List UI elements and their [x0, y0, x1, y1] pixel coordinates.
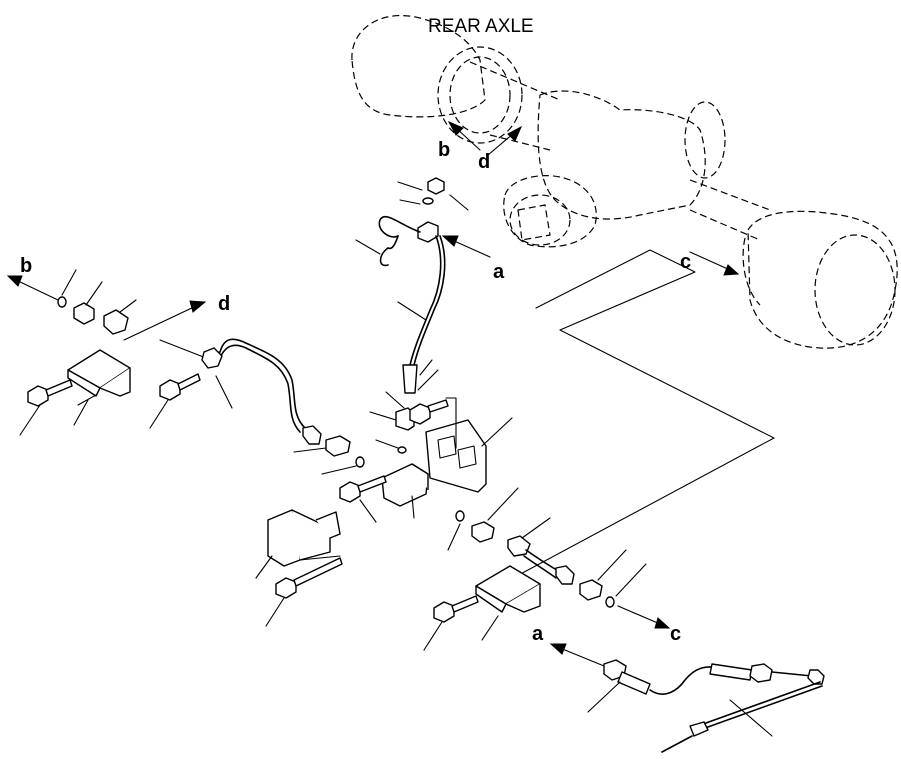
- ref-c-right: c: [670, 623, 681, 645]
- diagram-title: REAR AXLE: [428, 16, 534, 37]
- ref-a-top: a: [493, 261, 505, 283]
- valve-assembly: [293, 369, 513, 523]
- ref-c-axle: c: [680, 251, 691, 273]
- right-lower-assembly: c: [423, 487, 681, 651]
- ref-b-left: b: [20, 255, 32, 277]
- lower-bracket: [255, 509, 343, 627]
- ref-d-left: d: [218, 293, 230, 315]
- left-assembly: b d: [6, 255, 322, 445]
- upper-hose-assembly: a: [355, 177, 505, 394]
- detail-outline: [499, 249, 775, 586]
- ref-d-axle: d: [478, 151, 490, 173]
- ref-b-axle: b: [438, 139, 450, 161]
- axle-ref-arrows: b d c: [438, 120, 740, 276]
- bottom-cable-assembly: a: [532, 623, 825, 753]
- rear-axle: [351, 14, 898, 349]
- ref-a-bottom: a: [532, 623, 544, 645]
